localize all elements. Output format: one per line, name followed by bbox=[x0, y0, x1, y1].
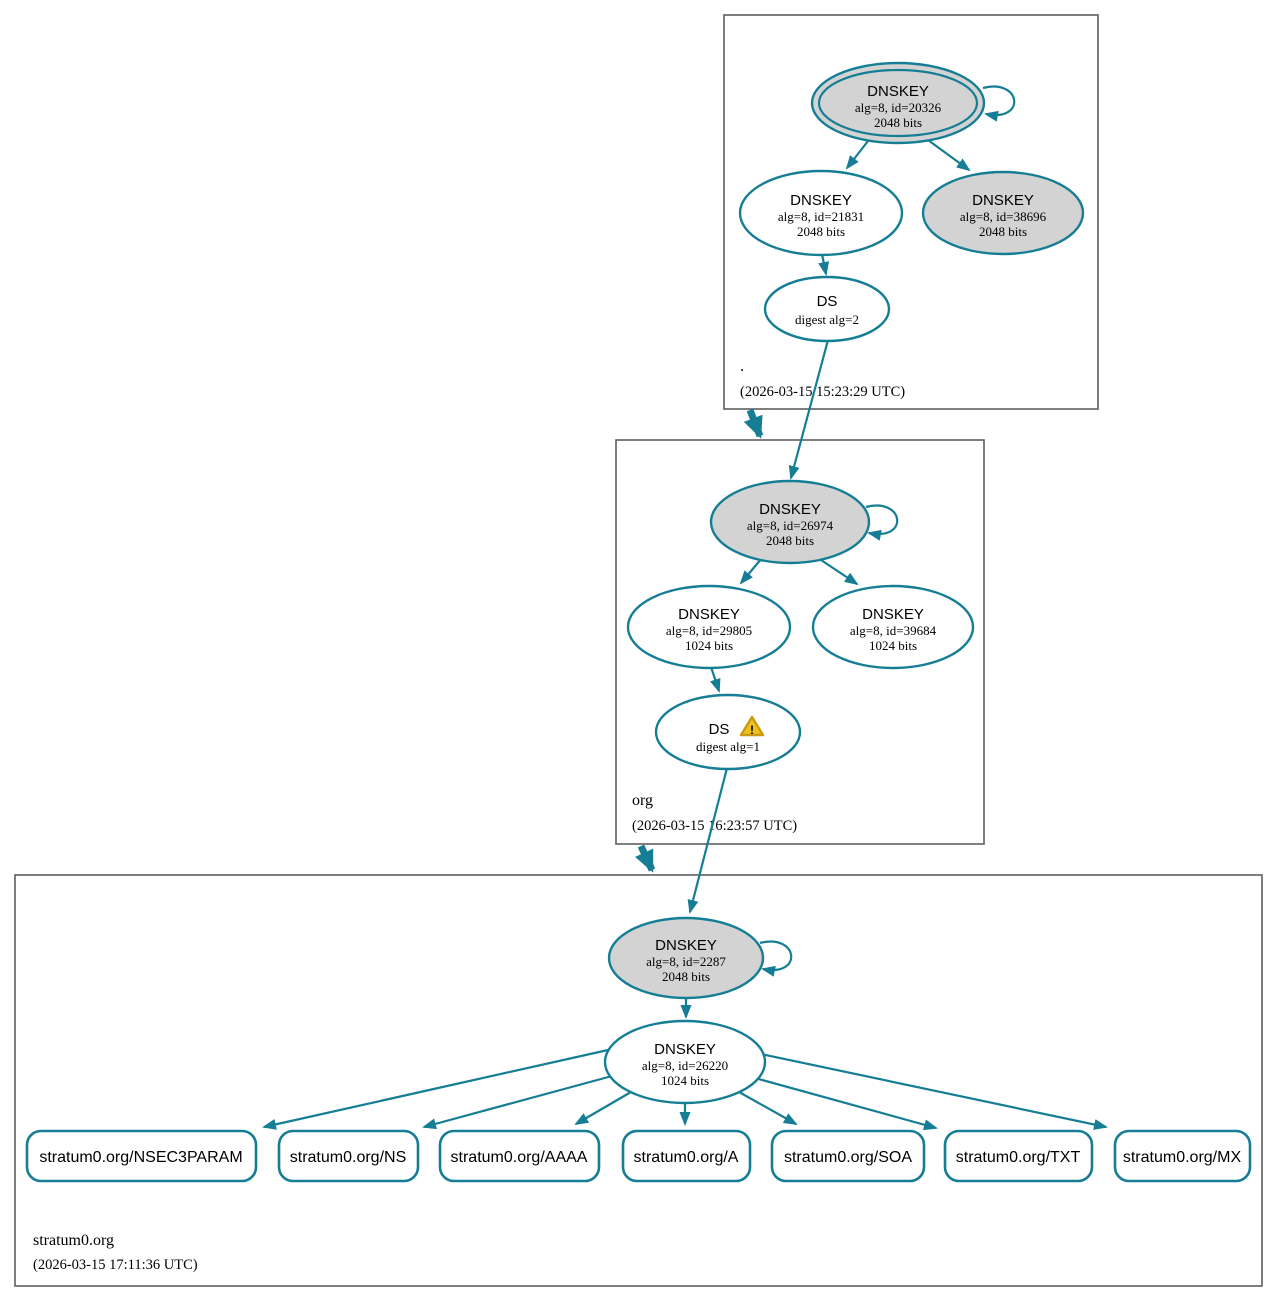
node-rrset-nsec3param-label: stratum0.org/NSEC3PARAM bbox=[39, 1149, 242, 1166]
edge-org-zsk-to-ds bbox=[709, 666, 721, 693]
node-dnskey-39684-params: alg=8, id=39684 bbox=[850, 623, 937, 638]
node-dnskey-29805[interactable]: DNSKEY alg=8, id=29805 1024 bits bbox=[626, 584, 792, 670]
edge-root-ksk-to-ksk2 bbox=[927, 139, 971, 172]
edge-root-zsk-to-ds bbox=[818, 253, 830, 276]
node-ds-org-title: DS bbox=[709, 721, 730, 738]
edge-root-ksk-selfloop bbox=[982, 85, 1016, 122]
node-dnskey-26220-title: DNSKEY bbox=[654, 1041, 716, 1058]
zone-root-label: . bbox=[740, 358, 744, 375]
warning-icon-mark: ! bbox=[750, 723, 754, 737]
edge-zsk-to-mx bbox=[760, 1052, 1108, 1130]
node-dnskey-38696[interactable]: DNSKEY alg=8, id=38696 2048 bits bbox=[921, 170, 1085, 256]
node-dnskey-21831-params: alg=8, id=21831 bbox=[778, 209, 864, 224]
node-dnskey-29805-params: alg=8, id=29805 bbox=[666, 623, 752, 638]
zone-stratum0-timestamp: (2026-03-15 17:11:36 UTC) bbox=[33, 1257, 198, 1273]
node-rrset-soa-label: stratum0.org/SOA bbox=[784, 1149, 912, 1166]
node-dnskey-29805-title: DNSKEY bbox=[678, 606, 740, 623]
edge-root-ksk-to-zsk bbox=[845, 140, 869, 170]
edge-root-ds-to-org-ksk bbox=[788, 339, 830, 480]
node-dnskey-39684-title: DNSKEY bbox=[862, 606, 924, 623]
node-dnskey-39684[interactable]: DNSKEY alg=8, id=39684 1024 bits bbox=[811, 584, 975, 670]
edge-org-ksk-to-zsk2 bbox=[817, 557, 859, 586]
node-dnskey-20326-params: alg=8, id=20326 bbox=[855, 100, 942, 115]
edge-org-ksk-to-zsk bbox=[739, 557, 763, 585]
node-ds-org[interactable]: DS ! digest alg=1 bbox=[654, 693, 802, 771]
node-rrset-aaaa-label: stratum0.org/AAAA bbox=[451, 1149, 588, 1166]
node-rrset-ns[interactable]: stratum0.org/NS bbox=[277, 1129, 420, 1183]
edge-zsk-to-ns bbox=[422, 1074, 613, 1130]
node-ds-root-params: digest alg=2 bbox=[795, 312, 859, 327]
node-dnskey-26974-title: DNSKEY bbox=[759, 501, 821, 518]
node-ds-org-params: digest alg=1 bbox=[696, 739, 760, 754]
node-dnskey-26974[interactable]: DNSKEY alg=8, id=26974 2048 bits bbox=[709, 479, 871, 565]
node-ds-root[interactable]: DS digest alg=2 bbox=[763, 275, 891, 343]
zone-org-label: org bbox=[632, 792, 653, 809]
zone-stratum0-label: stratum0.org bbox=[33, 1232, 114, 1249]
node-rrset-mx[interactable]: stratum0.org/MX bbox=[1113, 1129, 1252, 1183]
node-dnskey-38696-params: alg=8, id=38696 bbox=[960, 209, 1047, 224]
edge-org-ds-to-stratum0-ksk bbox=[687, 767, 729, 914]
node-dnskey-20326[interactable]: DNSKEY alg=8, id=20326 2048 bits bbox=[810, 61, 986, 145]
edge-zsk-to-nsec3param bbox=[262, 1048, 609, 1130]
node-rrset-a[interactable]: stratum0.org/A bbox=[621, 1129, 752, 1183]
node-dnskey-2287-params: alg=8, id=2287 bbox=[646, 954, 726, 969]
edge-root-to-org-delegation bbox=[743, 408, 764, 439]
node-dnskey-26220[interactable]: DNSKEY alg=8, id=26220 1024 bits bbox=[603, 1019, 767, 1105]
node-rrset-txt-label: stratum0.org/TXT bbox=[956, 1149, 1081, 1166]
node-rrset-aaaa[interactable]: stratum0.org/AAAA bbox=[438, 1129, 601, 1183]
node-ds-root-title: DS bbox=[817, 293, 838, 310]
node-rrset-txt[interactable]: stratum0.org/TXT bbox=[943, 1129, 1094, 1183]
node-rrset-soa[interactable]: stratum0.org/SOA bbox=[770, 1129, 926, 1183]
edge-org-to-stratum0-delegation bbox=[634, 844, 656, 873]
node-dnskey-26220-params: alg=8, id=26220 bbox=[642, 1058, 728, 1073]
node-dnskey-29805-size: 1024 bits bbox=[685, 638, 733, 653]
edge-stratum0-ksk-selfloop bbox=[759, 940, 793, 977]
edge-zsk-to-soa bbox=[738, 1091, 798, 1125]
node-dnskey-21831[interactable]: DNSKEY alg=8, id=21831 2048 bits bbox=[738, 169, 904, 257]
node-dnskey-21831-size: 2048 bits bbox=[797, 224, 845, 239]
node-rrset-ns-label: stratum0.org/NS bbox=[290, 1149, 406, 1166]
edge-zsk-to-txt bbox=[754, 1076, 938, 1131]
node-dnskey-39684-size: 1024 bits bbox=[869, 638, 917, 653]
edge-org-ksk-selfloop bbox=[865, 504, 899, 541]
node-dnskey-2287[interactable]: DNSKEY alg=8, id=2287 2048 bits bbox=[607, 916, 765, 1000]
zone-org-timestamp: (2026-03-15 16:23:57 UTC) bbox=[632, 818, 797, 834]
node-dnskey-26974-params: alg=8, id=26974 bbox=[747, 518, 834, 533]
edge-zsk-to-aaaa bbox=[574, 1091, 632, 1126]
node-rrset-mx-label: stratum0.org/MX bbox=[1123, 1149, 1242, 1166]
node-rrset-a-label: stratum0.org/A bbox=[634, 1149, 739, 1166]
zone-root-timestamp: (2026-03-15 15:23:29 UTC) bbox=[740, 384, 905, 400]
node-dnskey-38696-title: DNSKEY bbox=[972, 192, 1034, 209]
node-dnskey-2287-size: 2048 bits bbox=[662, 969, 710, 984]
node-dnskey-38696-size: 2048 bits bbox=[979, 224, 1027, 239]
node-dnskey-20326-title: DNSKEY bbox=[867, 83, 929, 100]
node-dnskey-21831-title: DNSKEY bbox=[790, 192, 852, 209]
warning-icon: ! bbox=[739, 715, 765, 737]
node-dnskey-26974-size: 2048 bits bbox=[766, 533, 814, 548]
node-dnskey-20326-size: 2048 bits bbox=[874, 115, 922, 130]
node-dnskey-2287-title: DNSKEY bbox=[655, 937, 717, 954]
node-rrset-nsec3param[interactable]: stratum0.org/NSEC3PARAM bbox=[25, 1129, 258, 1183]
node-dnskey-26220-size: 1024 bits bbox=[661, 1073, 709, 1088]
